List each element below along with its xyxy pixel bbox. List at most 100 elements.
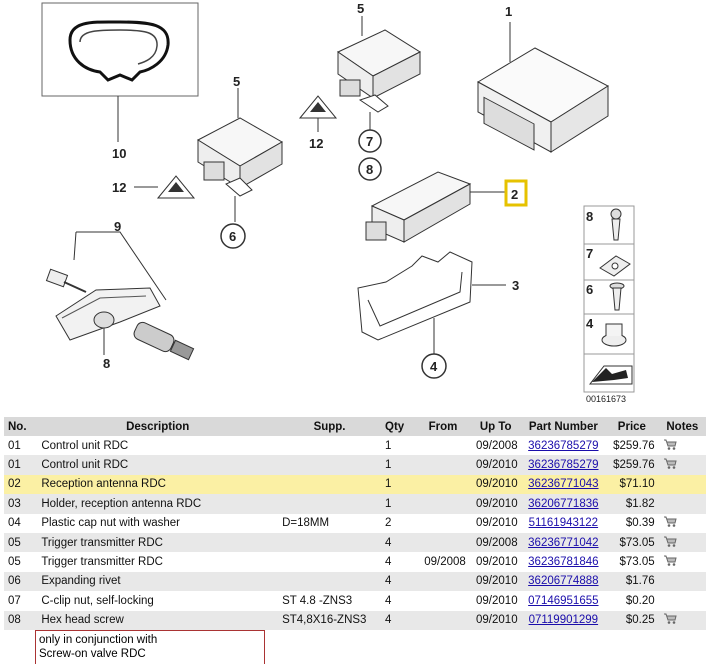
row-description: Control unit RDC bbox=[37, 436, 279, 456]
diagram-image-id: 00161673 bbox=[586, 394, 626, 404]
table-header-row: No. Description Supp. Qty From Up To Par… bbox=[4, 417, 706, 436]
part-number-link[interactable]: 36236781846 bbox=[528, 556, 599, 569]
row-description: Reception antenna RDC bbox=[37, 474, 279, 495]
row-upto: 09/2008 bbox=[469, 532, 522, 553]
price-value: $73.05 bbox=[619, 536, 655, 549]
parts-diagram: 10 1 5 12 7 8 5 bbox=[41, 1, 635, 404]
row-part-number: 07119901299 bbox=[521, 610, 606, 630]
row-part-number: 36206774888 bbox=[521, 571, 606, 592]
row-notes bbox=[658, 436, 706, 456]
row-from bbox=[416, 610, 470, 630]
callout-3: 3 bbox=[512, 278, 519, 293]
col-notes: Notes bbox=[658, 417, 706, 436]
part-number-link[interactable]: 51161943122 bbox=[528, 517, 599, 530]
cart-icon[interactable] bbox=[663, 516, 677, 528]
legend-4: 4 bbox=[586, 316, 594, 331]
row-qty: 1 bbox=[381, 436, 417, 456]
row-part-number: 36236771042 bbox=[521, 532, 606, 553]
row-description: Trigger transmitter RDC bbox=[37, 552, 279, 572]
price-value: $0.25 bbox=[625, 614, 655, 627]
row-supp bbox=[278, 571, 382, 592]
part-number-link[interactable]: 36206774888 bbox=[528, 575, 599, 588]
price-value: $0.39 bbox=[625, 517, 655, 530]
hex-screw-icon bbox=[610, 208, 622, 241]
part-number-link[interactable]: 36206771836 bbox=[528, 497, 599, 510]
warning-label-upper bbox=[298, 95, 338, 132]
row-notes bbox=[658, 474, 706, 495]
row-description: Holder, reception antenna RDC bbox=[37, 494, 279, 514]
row-upto: 09/2010 bbox=[469, 494, 522, 514]
col-supp: Supp. bbox=[278, 417, 382, 436]
part-number-link[interactable]: 07119901299 bbox=[528, 614, 599, 627]
row-supp: ST4,8X16-ZNS3 bbox=[278, 610, 382, 630]
row-notes bbox=[658, 513, 706, 533]
row-supp bbox=[278, 474, 382, 495]
row-no: 02 bbox=[4, 474, 38, 495]
part-number-link[interactable]: 36236771043 bbox=[528, 478, 599, 491]
row-description: Hex head screw bbox=[37, 610, 279, 630]
row-qty: 2 bbox=[381, 513, 417, 533]
price-value: $1.76 bbox=[625, 575, 655, 588]
row-qty: 4 bbox=[381, 610, 417, 630]
part-number-link[interactable]: 36236785279 bbox=[528, 459, 599, 472]
expanding-rivet-icon bbox=[609, 282, 625, 311]
row-description: Plastic cap nut with washer bbox=[37, 513, 279, 533]
row-from bbox=[416, 571, 470, 592]
callout-2-box bbox=[504, 179, 528, 207]
row-part-number: 36236771043 bbox=[521, 474, 606, 495]
row-upto: 09/2010 bbox=[469, 571, 522, 592]
row-supp bbox=[278, 436, 382, 456]
row-part-number: 36236785279 bbox=[521, 455, 606, 475]
row-from bbox=[416, 436, 470, 456]
cart-icon[interactable] bbox=[663, 439, 677, 450]
part-number-link[interactable]: 36236771042 bbox=[528, 536, 599, 549]
callout-12-top: 12 bbox=[309, 136, 323, 151]
row-from bbox=[416, 513, 470, 533]
valve-sensor-illustration bbox=[45, 231, 195, 361]
row-from bbox=[416, 591, 470, 611]
cap-nut-icon bbox=[601, 323, 627, 347]
callout-5-lower: 5 bbox=[233, 74, 240, 89]
row-price: $0.25 bbox=[605, 610, 659, 630]
row-from bbox=[416, 455, 470, 475]
row-no: 01 bbox=[4, 455, 38, 475]
part-number-link[interactable]: 36236785279 bbox=[528, 439, 599, 452]
trigger-transmitter-lower bbox=[196, 88, 284, 222]
legend-8: 8 bbox=[586, 209, 593, 224]
cart-icon[interactable] bbox=[663, 555, 677, 566]
legend-7: 7 bbox=[586, 246, 593, 261]
price-value: $259.76 bbox=[613, 439, 655, 452]
cart-icon[interactable] bbox=[663, 613, 677, 625]
col-from: From bbox=[416, 417, 470, 436]
row-part-number: 36206771836 bbox=[521, 494, 606, 514]
reception-antenna-illustration bbox=[365, 171, 506, 243]
row-qty: 1 bbox=[381, 474, 417, 495]
row-qty: 1 bbox=[381, 455, 417, 475]
row-from: 09/2008 bbox=[416, 552, 470, 572]
cart-icon[interactable] bbox=[663, 458, 677, 469]
note-callout: only in conjunction with Screw-on valve … bbox=[35, 630, 265, 664]
row-no: 04 bbox=[4, 513, 38, 533]
parts-table: No. Description Supp. Qty From Up To Par… bbox=[4, 417, 706, 630]
callout-12-lower: 12 bbox=[112, 180, 126, 195]
part-number-link[interactable]: 07146951655 bbox=[528, 594, 599, 607]
row-price: $259.76 bbox=[605, 455, 659, 475]
control-unit-illustration bbox=[476, 22, 610, 153]
callout-8: 8 bbox=[366, 162, 373, 177]
tire-section-illustration bbox=[41, 2, 199, 142]
row-no: 08 bbox=[4, 610, 38, 630]
price-value: $0.20 bbox=[625, 594, 655, 607]
row-notes bbox=[658, 610, 706, 630]
row-upto: 09/2010 bbox=[469, 591, 522, 611]
cart-icon[interactable] bbox=[663, 536, 677, 547]
row-qty: 4 bbox=[381, 571, 417, 592]
callout-4: 4 bbox=[430, 359, 438, 374]
row-qty: 1 bbox=[381, 494, 417, 514]
row-supp bbox=[278, 532, 382, 553]
row-no: 07 bbox=[4, 591, 38, 611]
legend-6: 6 bbox=[586, 282, 593, 297]
